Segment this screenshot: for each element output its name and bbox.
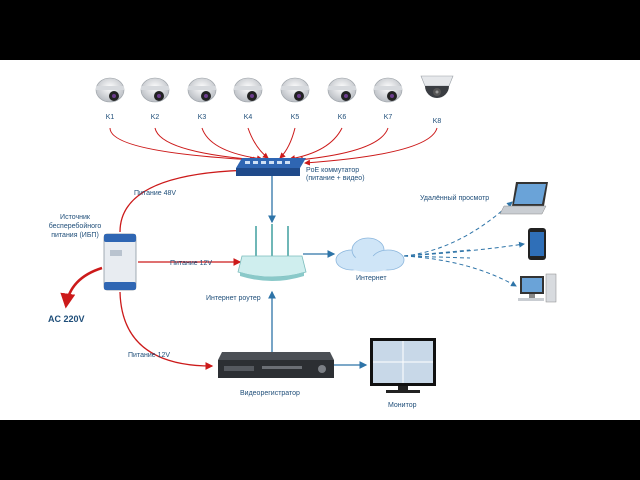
data-lines: [268, 176, 368, 369]
ac-220v-label: AC 220V: [48, 314, 85, 324]
diagram-canvas: [60, 75, 557, 393]
desktop-pc-icon: [518, 273, 557, 303]
router-label: Интернет роутер: [206, 295, 261, 302]
camera-label: K4: [243, 114, 253, 121]
remote-view-label: Удалённый просмотр: [420, 195, 490, 202]
camera-icon: [373, 77, 403, 103]
dvr-icon: [218, 352, 334, 378]
remote-lines: [403, 201, 525, 287]
dvr-label: Видеорегистратор: [240, 390, 300, 397]
camera-icon: [280, 77, 310, 103]
poe-switch-icon: [236, 158, 306, 176]
camera-icon: [187, 77, 217, 103]
ups-label: Источник бесперебойного питания (ИБП): [48, 214, 102, 239]
camera-icon: [140, 77, 170, 103]
tablet-icon: [528, 228, 546, 260]
camera-label: K7: [383, 114, 393, 121]
camera-label: K1: [105, 114, 115, 121]
cameras: [95, 75, 454, 103]
cloud-icon: [335, 237, 405, 272]
camera-icon: [233, 77, 263, 103]
poe-switch-label: PoE коммутатор (питание + видео): [306, 167, 365, 182]
monitor-icon: [370, 338, 436, 393]
monitor-label: Монитор: [388, 402, 417, 409]
ac-arrow: [60, 266, 103, 309]
power-12v-dvr-label: Питание 12V: [128, 352, 171, 359]
laptop-icon: [499, 182, 548, 215]
power-48v-label: Питание 48V: [134, 190, 177, 197]
router-icon: [237, 224, 307, 281]
internet-label: Интернет: [356, 275, 387, 282]
camera-label: K2: [150, 114, 160, 121]
camera-icon: [327, 77, 357, 103]
camera-label: K8: [432, 118, 442, 125]
camera-label: K3: [197, 114, 207, 121]
camera-icon: [95, 77, 125, 103]
camera-label: K5: [290, 114, 300, 121]
camera-label: K6: [337, 114, 347, 121]
power-12v-router-label: Питание 12V: [170, 260, 213, 267]
network-diagram: K1 K2 K3 K4 K5 K6 K7 K8 PoE коммутатор (…: [0, 60, 640, 420]
power-lines: [119, 166, 257, 370]
camera-power-lines: [109, 127, 438, 166]
dome-camera-icon: [420, 75, 454, 98]
ups-icon: [103, 233, 137, 291]
